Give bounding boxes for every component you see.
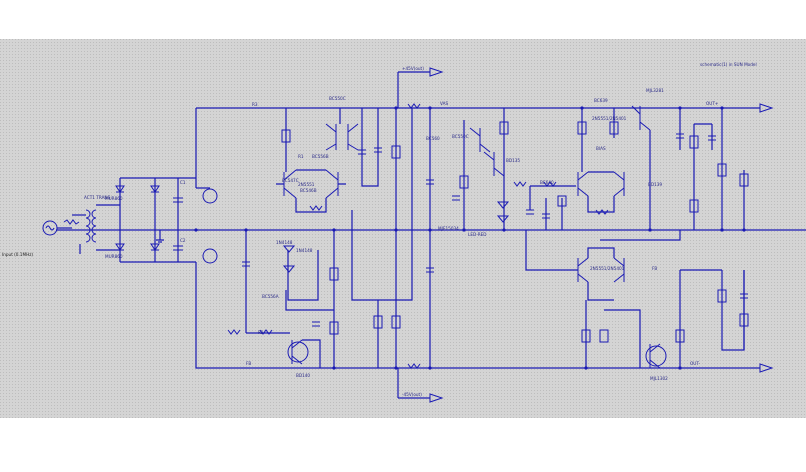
svg-text:R1: R1 — [298, 154, 304, 159]
svg-text:BD139: BD139 — [648, 182, 662, 187]
supply-neg-terminal: -45V(out) — [397, 368, 444, 403]
svg-text:BC550C: BC550C — [452, 134, 469, 139]
title-note: schematic(1) in SUN Model — [700, 62, 757, 67]
svg-text:C2: C2 — [180, 238, 186, 243]
svg-text:BC556B: BC556B — [312, 154, 329, 159]
svg-text:BC556A: BC556A — [262, 294, 279, 299]
pre-driver-stage: BC550C BD135 LED-RED — [426, 108, 576, 368]
input-diff-pair: 2N5551 — [276, 169, 346, 213]
svg-text:BC560: BC560 — [426, 136, 440, 141]
rail-positive — [195, 107, 760, 188]
second-ladder — [351, 108, 413, 368]
svg-text:FB: FB — [246, 361, 251, 366]
component-labels: R3 C1 C2 MJE15034 BC560 BC640 BC546B BC5… — [180, 102, 662, 245]
svg-text:MJL3281: MJL3281 — [646, 88, 664, 93]
svg-text:BC639: BC639 — [594, 98, 608, 103]
svg-text:BD135: BD135 — [506, 158, 520, 163]
svg-text:BC547C: BC547C — [282, 178, 299, 183]
svg-text:BC640: BC640 — [540, 180, 554, 185]
output-zobel — [717, 108, 749, 351]
current-mirror-top: BC550C R1 — [281, 96, 359, 172]
supply-pos-terminal: +45V(out) — [397, 66, 444, 108]
svg-text:1N4148: 1N4148 — [276, 240, 293, 245]
svg-text:FB: FB — [652, 266, 657, 271]
bridge-rectifier: MUR860 MUR860 — [105, 177, 196, 263]
schematic-sheet — [0, 39, 806, 418]
svg-text:-45V(out): -45V(out) — [402, 392, 422, 397]
svg-text:C1: C1 — [180, 180, 186, 185]
svg-text:Input (0.1MHz): Input (0.1MHz) — [2, 252, 33, 257]
output-pos-terminal: OUT+ — [706, 101, 774, 113]
driver-negative: BD140 FB — [246, 339, 321, 378]
svg-text:2N5551/2N5401: 2N5551/2N5401 — [592, 116, 627, 121]
output-neg-terminal: OUT- — [690, 361, 774, 373]
svg-text:MUR860: MUR860 — [105, 254, 123, 259]
svg-text:+45V(out): +45V(out) — [402, 66, 424, 71]
input-transformer: ACT1 TRANS — [72, 195, 120, 254]
svg-text:2N5551/2N5401: 2N5551/2N5401 — [590, 266, 625, 271]
junction-dots — [194, 106, 746, 370]
output-pair-top: 2N5551/2N5401 BIAS BC639 MJL3281 — [577, 88, 664, 230]
svg-text:1N4148: 1N4148 — [296, 248, 313, 253]
rail-negative — [195, 333, 760, 369]
svg-text:R3: R3 — [252, 102, 258, 107]
svg-text:2N5551: 2N5551 — [298, 182, 315, 187]
svg-text:R2: R2 — [258, 330, 264, 335]
svg-text:MJE15034: MJE15034 — [438, 226, 459, 231]
svg-text:BIAS: BIAS — [596, 146, 606, 151]
svg-text:MJL1302: MJL1302 — [650, 376, 668, 381]
svg-text:BC546B: BC546B — [300, 188, 317, 193]
filter-caps — [173, 178, 218, 333]
svg-text:LED-RED: LED-RED — [468, 232, 487, 237]
svg-text:BC550C: BC550C — [329, 96, 346, 101]
input-source: Input (0.1MHz) — [2, 219, 80, 257]
svg-text:OUT+: OUT+ — [706, 101, 719, 106]
svg-text:MUR860: MUR860 — [105, 196, 123, 201]
output-pair-bottom: 2N5551/2N5401 FB MJL1302 — [525, 230, 681, 381]
vas-stage: VAS — [358, 101, 448, 369]
emitter-network — [675, 108, 722, 368]
svg-text:BD140: BD140 — [296, 373, 310, 378]
feedback-network: 1N4148 BC556A R2 — [227, 230, 339, 368]
svg-text:OUT-: OUT- — [690, 361, 701, 366]
svg-text:VAS: VAS — [440, 101, 448, 106]
svg-text:ACT1 TRANS: ACT1 TRANS — [84, 195, 111, 200]
